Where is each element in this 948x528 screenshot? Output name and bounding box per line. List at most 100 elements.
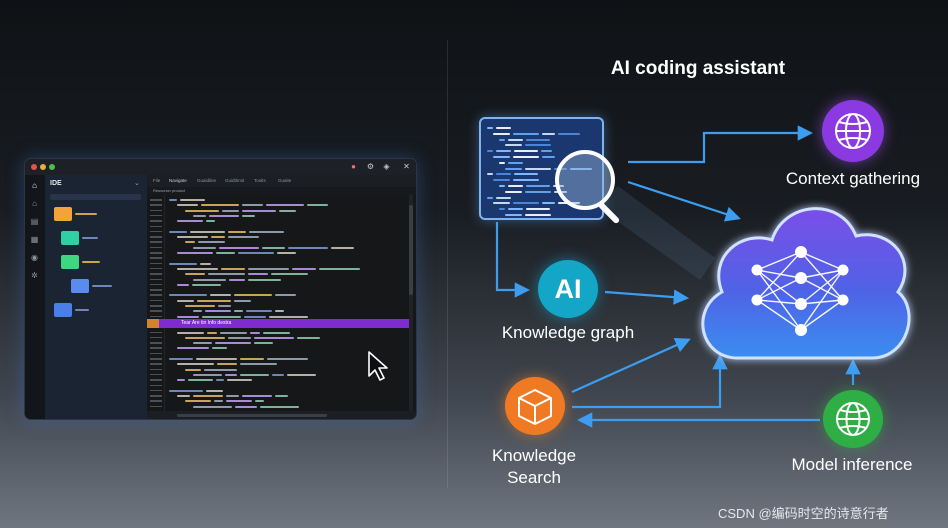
code-editor[interactable]: File Navigate Guaidline Guidthmit Toolts… [147, 175, 416, 419]
status-bar [147, 411, 416, 419]
line-number [150, 299, 162, 302]
close-icon[interactable]: ✕ [403, 162, 410, 171]
gear-icon[interactable]: ✲ [31, 271, 38, 280]
code-token [267, 358, 308, 360]
grid-icon[interactable]: ▦ [30, 235, 39, 244]
line-number [150, 331, 162, 333]
code-token [193, 246, 216, 249]
code-token [222, 209, 239, 212]
code-token [177, 267, 218, 270]
code-token [266, 204, 304, 207]
code-token [248, 267, 289, 270]
code-token [185, 209, 219, 212]
code-token [206, 220, 215, 223]
code-token [214, 400, 223, 403]
code-token [217, 363, 237, 366]
code-token [287, 373, 316, 376]
monitor-code-token [525, 190, 551, 193]
code-token [260, 405, 299, 408]
menu-guaite[interactable]: Guaite [278, 178, 292, 183]
settings-icon[interactable]: ⚙ [366, 162, 375, 171]
activity-bar: ⌂ ⌂ ▤ ▦ ◉ ✲ [25, 175, 45, 419]
code-token [211, 236, 225, 239]
record-icon[interactable]: ● [351, 162, 356, 171]
line-number [150, 220, 162, 222]
monitor-code-token [496, 150, 511, 153]
line-number [150, 246, 162, 249]
sidebar-title: IDE [50, 180, 62, 187]
code-token [177, 220, 203, 223]
code-token [292, 267, 316, 270]
folder-icon[interactable] [61, 231, 79, 245]
chat-icon[interactable]: ◉ [31, 253, 38, 262]
highlighted-line[interactable]: Tear Are tin Info destra [147, 319, 409, 328]
highlight-text: Tear Are tin Info destra [181, 320, 232, 326]
window-close-dot[interactable] [31, 164, 37, 170]
code-token [177, 379, 185, 382]
code-token [208, 273, 245, 276]
files-icon[interactable]: ▤ [30, 217, 39, 226]
code-token [209, 214, 239, 217]
menu-file[interactable]: File [153, 178, 161, 183]
code-token [234, 294, 272, 297]
code-token [216, 252, 235, 254]
line-number [150, 342, 162, 344]
menu-navigate[interactable]: Navigate [169, 178, 187, 183]
code-token [169, 294, 207, 297]
context-label: Context gathering [785, 169, 921, 188]
code-token [196, 358, 237, 360]
code-token [240, 363, 277, 366]
code-token [177, 236, 208, 239]
diagram-title: AI coding assistant [610, 58, 786, 79]
chevron-down-icon[interactable]: ⌄ [134, 180, 140, 187]
scroll-thumb[interactable] [409, 205, 413, 295]
window-minimize-dot[interactable] [40, 164, 46, 170]
folder-icon[interactable] [54, 303, 72, 317]
line-number [150, 379, 162, 381]
monitor-code-token [499, 185, 505, 187]
monitor-code-token [525, 214, 551, 216]
code-token [169, 262, 197, 265]
sidebar-search[interactable] [50, 194, 141, 200]
menu-guidthmit[interactable]: Guidthmit [225, 178, 245, 183]
monitor-code-token [513, 179, 539, 182]
code-token [246, 310, 272, 313]
line-number [150, 395, 162, 397]
magnifier-icon [555, 150, 615, 210]
code-token [226, 395, 239, 398]
explorer-sidebar: IDE ⌄ [45, 175, 147, 419]
monitor-code-token [505, 167, 522, 170]
code-token [185, 305, 215, 307]
code-token [219, 246, 259, 249]
folder-name [75, 213, 97, 215]
folder-icon[interactable] [71, 279, 89, 293]
line-number [150, 257, 162, 259]
window-maximize-dot[interactable] [49, 164, 55, 170]
code-token [185, 368, 201, 371]
line-number [150, 283, 162, 286]
code-token [242, 209, 276, 212]
folder-icon[interactable] [61, 255, 79, 269]
monitor-code-token [499, 138, 505, 141]
line-number [150, 262, 162, 265]
monitor-code-token [541, 150, 552, 153]
line-number [150, 358, 162, 360]
horizontal-scrollbar[interactable] [177, 414, 327, 417]
home-icon[interactable]: ⌂ [32, 181, 37, 190]
folder-icon[interactable] [54, 207, 72, 221]
code-token [254, 342, 273, 345]
line-number [150, 368, 162, 371]
line-number [150, 405, 162, 408]
menu-tools[interactable]: Toolts [254, 178, 266, 183]
home-alt-icon[interactable]: ⌂ [32, 199, 37, 208]
code-token [225, 373, 237, 376]
monitor-code-token [496, 196, 511, 199]
code-token [228, 236, 259, 239]
code-token [331, 246, 354, 249]
code-token [193, 310, 202, 313]
menu-guidline[interactable]: Guaidline [197, 178, 217, 183]
arrow-to-graph [495, 222, 531, 298]
shield-icon[interactable]: ◈ [383, 162, 390, 171]
vertical-scrollbar[interactable] [409, 195, 413, 411]
